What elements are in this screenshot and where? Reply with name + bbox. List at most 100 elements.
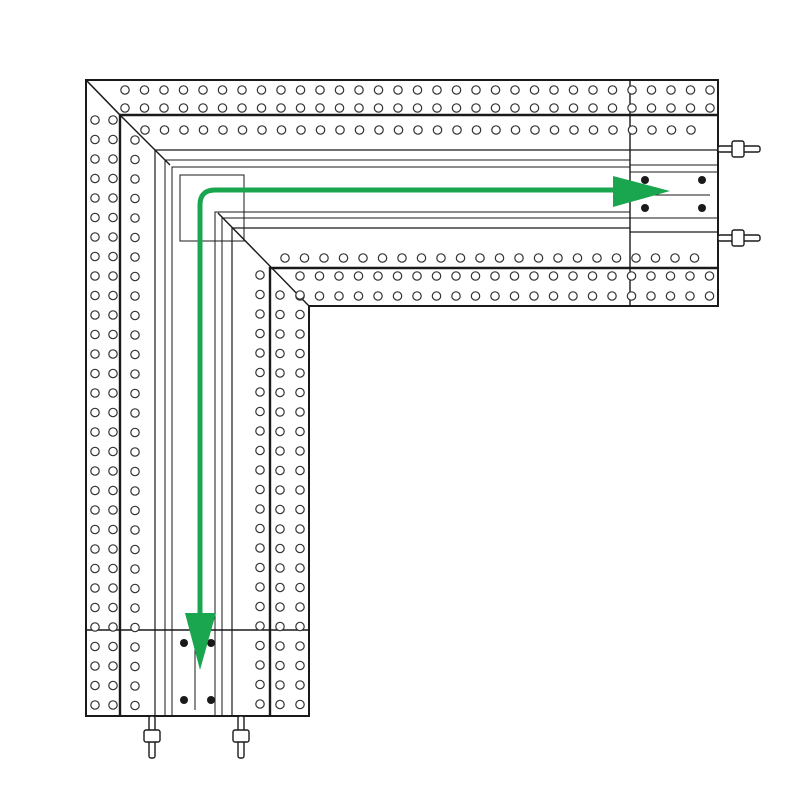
hole — [255, 523, 265, 534]
rivets — [180, 176, 706, 704]
hole — [295, 85, 306, 95]
hole — [275, 329, 285, 339]
hole — [159, 125, 170, 135]
hole — [130, 135, 140, 145]
hole — [490, 103, 501, 113]
hole — [353, 271, 364, 281]
hole — [90, 583, 100, 593]
hole — [607, 103, 618, 113]
hole — [108, 505, 118, 515]
hole — [130, 661, 140, 672]
hole — [130, 544, 140, 555]
hole — [130, 622, 140, 633]
hole — [650, 253, 661, 263]
hole — [255, 348, 265, 358]
hole — [373, 291, 383, 301]
hole — [569, 125, 579, 135]
hole — [627, 85, 637, 95]
hole — [666, 85, 676, 95]
hole — [130, 486, 140, 496]
hole — [130, 213, 140, 223]
hole — [295, 524, 305, 534]
hole — [90, 115, 100, 125]
hole — [130, 408, 140, 418]
hole — [533, 253, 544, 263]
hole — [275, 504, 285, 515]
hole — [275, 485, 285, 495]
outer-miter-line — [85, 79, 121, 116]
hole — [108, 680, 118, 691]
hole — [159, 103, 169, 113]
hole — [686, 125, 696, 135]
hole — [275, 446, 285, 456]
hole — [431, 271, 442, 281]
hole — [295, 641, 305, 651]
hole — [255, 445, 265, 456]
hole — [509, 291, 520, 301]
hole — [275, 563, 285, 573]
hole — [490, 291, 500, 301]
hole — [549, 125, 560, 135]
hole — [295, 103, 306, 113]
rivet-bottom-low-left — [180, 696, 188, 704]
hole — [108, 251, 118, 262]
hole — [431, 291, 442, 301]
hole — [255, 543, 265, 553]
arrowhead-right-icon — [613, 176, 670, 207]
hole — [255, 601, 265, 612]
hole — [255, 699, 265, 709]
rivet-right-top-left — [641, 176, 649, 184]
hole — [108, 173, 118, 184]
hole — [90, 290, 100, 301]
hole — [568, 103, 579, 113]
hole — [490, 85, 501, 95]
hole — [108, 563, 118, 574]
hole — [646, 85, 657, 95]
hole — [108, 368, 118, 379]
hole — [276, 85, 286, 95]
hole — [108, 232, 118, 242]
hole — [704, 271, 715, 281]
hole — [412, 85, 423, 95]
hole — [568, 271, 578, 281]
hole — [130, 252, 140, 262]
hole — [529, 103, 540, 113]
hole — [108, 290, 118, 301]
hole — [548, 271, 559, 281]
hole — [130, 427, 140, 438]
hole — [179, 125, 189, 135]
hole — [529, 271, 539, 281]
hole — [90, 700, 100, 710]
hole — [705, 85, 715, 95]
hole — [627, 125, 638, 135]
hole — [275, 387, 285, 398]
hole — [397, 253, 407, 263]
hole — [451, 291, 461, 301]
hole — [549, 85, 559, 95]
hole — [255, 484, 265, 495]
hole — [90, 232, 100, 242]
pin-bottom-left-tab — [143, 729, 161, 743]
hole — [275, 641, 285, 651]
hole — [451, 271, 461, 281]
hole — [275, 680, 285, 690]
hole — [130, 154, 140, 165]
hole — [490, 271, 500, 281]
hole — [529, 85, 540, 95]
hole — [120, 103, 130, 113]
outer-flange-line — [154, 149, 630, 716]
rivet-bottom-top-right — [207, 639, 215, 647]
hole — [432, 85, 442, 95]
hole — [319, 253, 329, 263]
hole — [295, 602, 305, 612]
hole — [588, 85, 598, 95]
hole — [108, 310, 118, 320]
hole — [108, 407, 118, 418]
hole — [130, 291, 140, 301]
hole — [412, 271, 422, 281]
hole — [549, 103, 559, 113]
hole — [90, 368, 100, 379]
hole — [509, 271, 520, 281]
hole — [432, 103, 442, 113]
hole — [666, 125, 677, 135]
